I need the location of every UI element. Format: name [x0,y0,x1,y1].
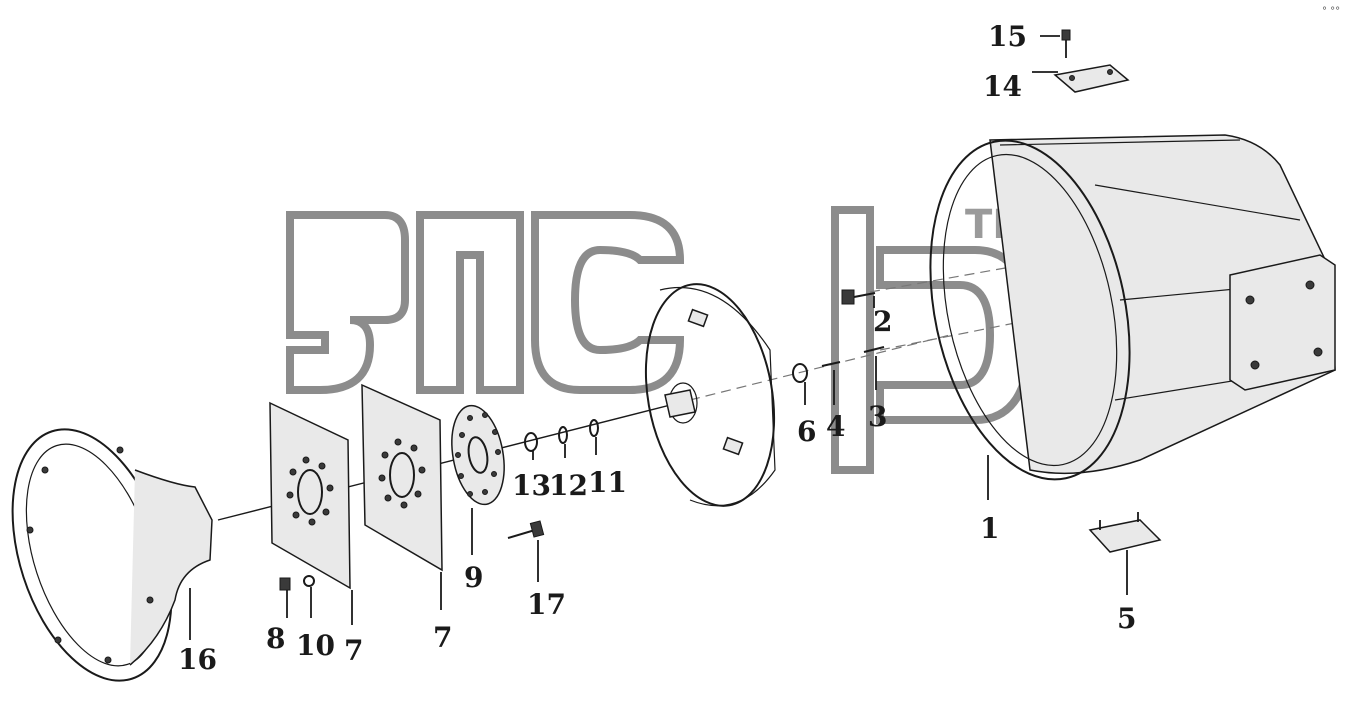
part-1-housing [929,134,1336,500]
part-8-bolt [279,577,291,618]
callout-15: 15 [988,20,1027,53]
callout-8: 8 [266,622,285,655]
callout-14: 14 [983,70,1022,103]
part-10-washer [303,575,315,618]
part-7-gasket-rear [361,383,443,610]
callout-12: 12 [549,469,588,502]
part-6-washer [792,363,808,405]
part-9-disk [451,404,505,555]
part-11-ring [589,419,599,455]
part-17-bolt [507,520,545,582]
part-14-plate [1032,64,1130,93]
part-12-ring [558,426,568,458]
part-2-bolt [841,289,876,308]
callout-5: 5 [1117,602,1136,635]
callout-11: 11 [588,466,627,499]
callout-6: 6 [797,415,816,448]
part-13-ring [524,432,538,460]
corner-mark: ° °° [1322,6,1340,17]
callout-9: 9 [464,561,483,594]
callout-7b: 7 [433,621,452,654]
callout-3: 3 [868,400,887,433]
callout-1: 1 [980,512,999,545]
part-3-spring [863,346,885,390]
callout-7a: 7 [344,634,363,667]
callout-labels: 1 2 3 4 5 6 7 7 8 9 10 11 12 13 14 15 16… [178,20,1136,676]
callout-2: 2 [873,305,892,338]
flywheel-housing [644,283,776,507]
callout-16: 16 [178,643,217,676]
part-4-pin [821,361,841,405]
callout-10: 10 [296,629,335,662]
callout-13: 13 [512,469,551,502]
part-5-plate [1088,512,1162,595]
callout-17: 17 [527,588,566,621]
callout-4: 4 [826,410,845,443]
part-7-gasket-front [269,401,353,625]
part-16-bell-housing [11,428,213,682]
part-15-screw [1040,29,1071,58]
